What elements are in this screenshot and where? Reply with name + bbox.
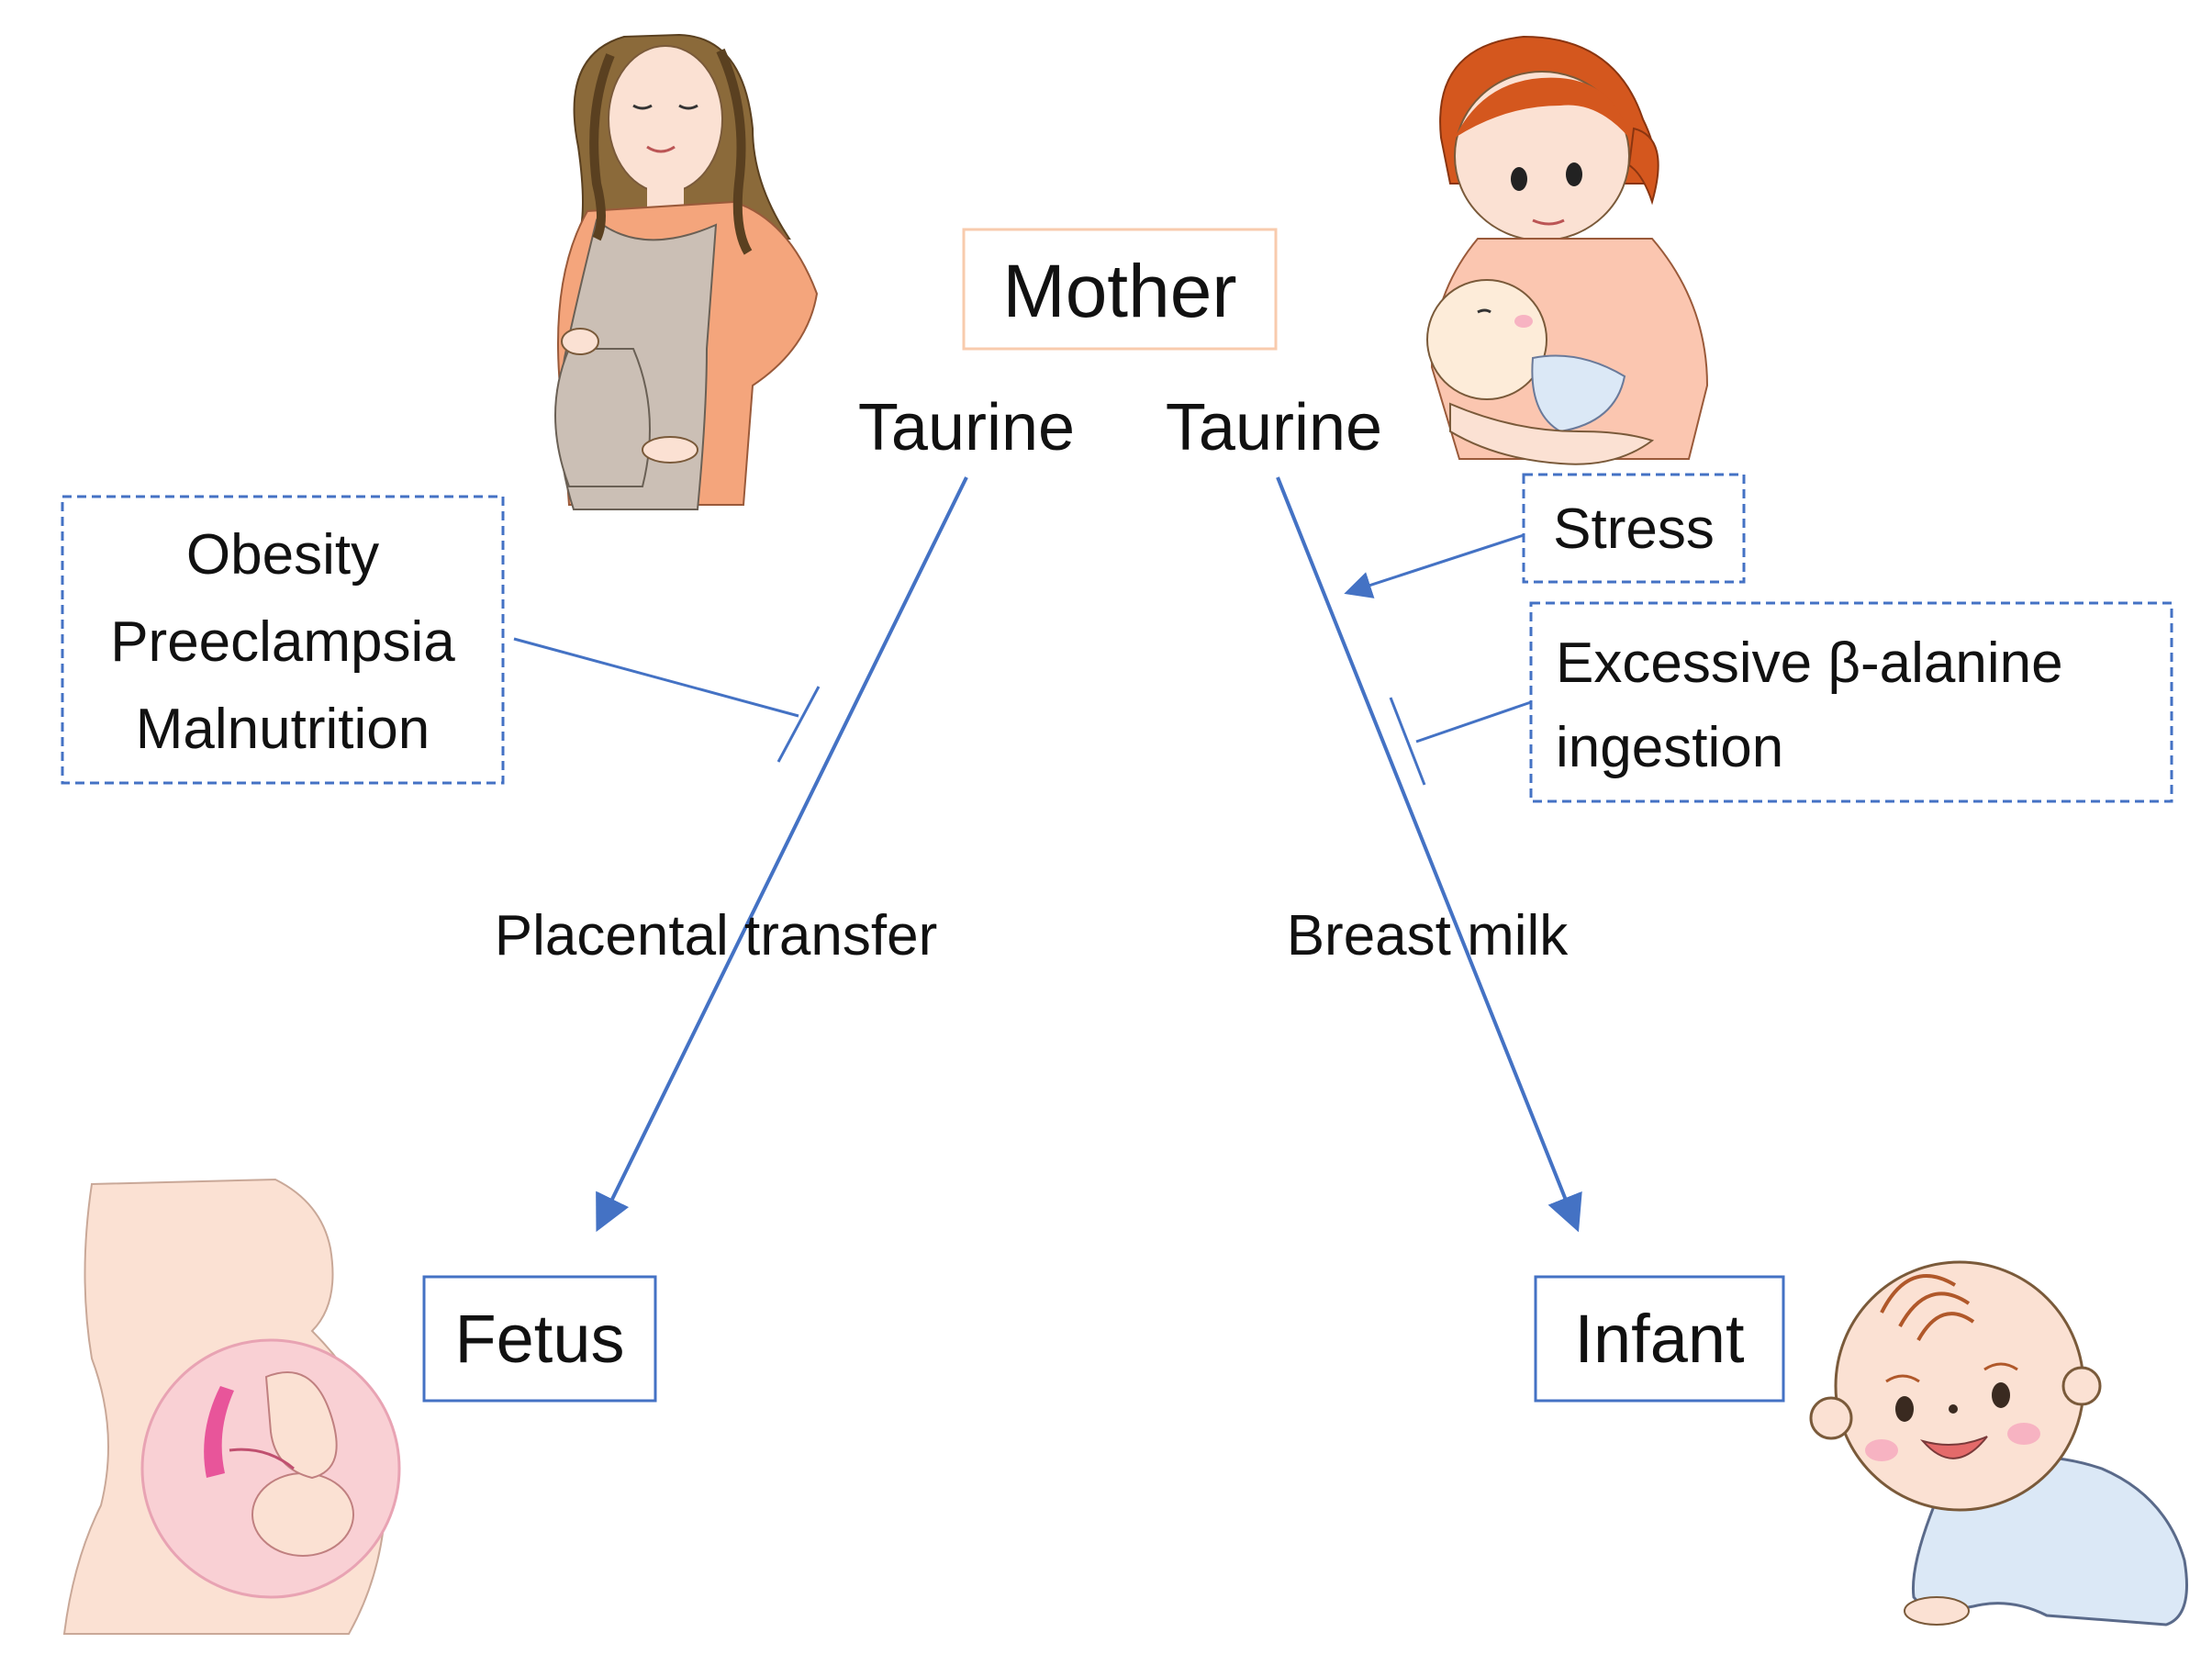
mother-label: Mother <box>1002 250 1236 333</box>
factor-obesity: Obesity <box>186 523 379 587</box>
pregnant-woman-icon <box>554 33 819 510</box>
breast-milk-label: Breast milk <box>1287 904 1570 967</box>
mother-box <box>962 228 1278 351</box>
fetus-label: Fetus <box>454 1301 624 1377</box>
beta-alanine-line-1: Excessive β-alanine <box>1556 632 2063 695</box>
breast-milk-arrow <box>1276 476 1582 1233</box>
left-factors-inhibition-bar <box>776 686 821 763</box>
beta-alanine-line-2: ingestion <box>1556 716 1783 779</box>
factor-preeclampsia: Preeclampsia <box>110 610 455 674</box>
placental-transfer-arrow <box>596 476 968 1233</box>
breastfeeding-mother-icon <box>1426 35 1709 465</box>
fetus-in-womb-icon <box>62 1178 401 1635</box>
infant-label: Infant <box>1574 1301 1745 1377</box>
beta-alanine-inhibition-line <box>1415 700 1532 743</box>
taurine-left-label: Taurine <box>858 391 1075 464</box>
left-factors-inhibition-line <box>513 637 799 718</box>
taurine-right-label: Taurine <box>1166 391 1382 464</box>
infant-box <box>1534 1275 1785 1403</box>
beta-alanine-inhibition-bar <box>1389 697 1426 786</box>
beta-alanine-box <box>1529 601 2173 803</box>
crawling-baby-icon <box>1809 1260 2188 1627</box>
placental-transfer-label: Placental transfer <box>495 904 937 967</box>
stress-box <box>1522 473 1746 584</box>
left-factors-box <box>61 495 505 785</box>
fetus-box <box>422 1275 657 1403</box>
stress-activation-arrow <box>1344 533 1525 598</box>
factor-malnutrition: Malnutrition <box>136 698 430 761</box>
stress-label: Stress <box>1553 498 1715 561</box>
